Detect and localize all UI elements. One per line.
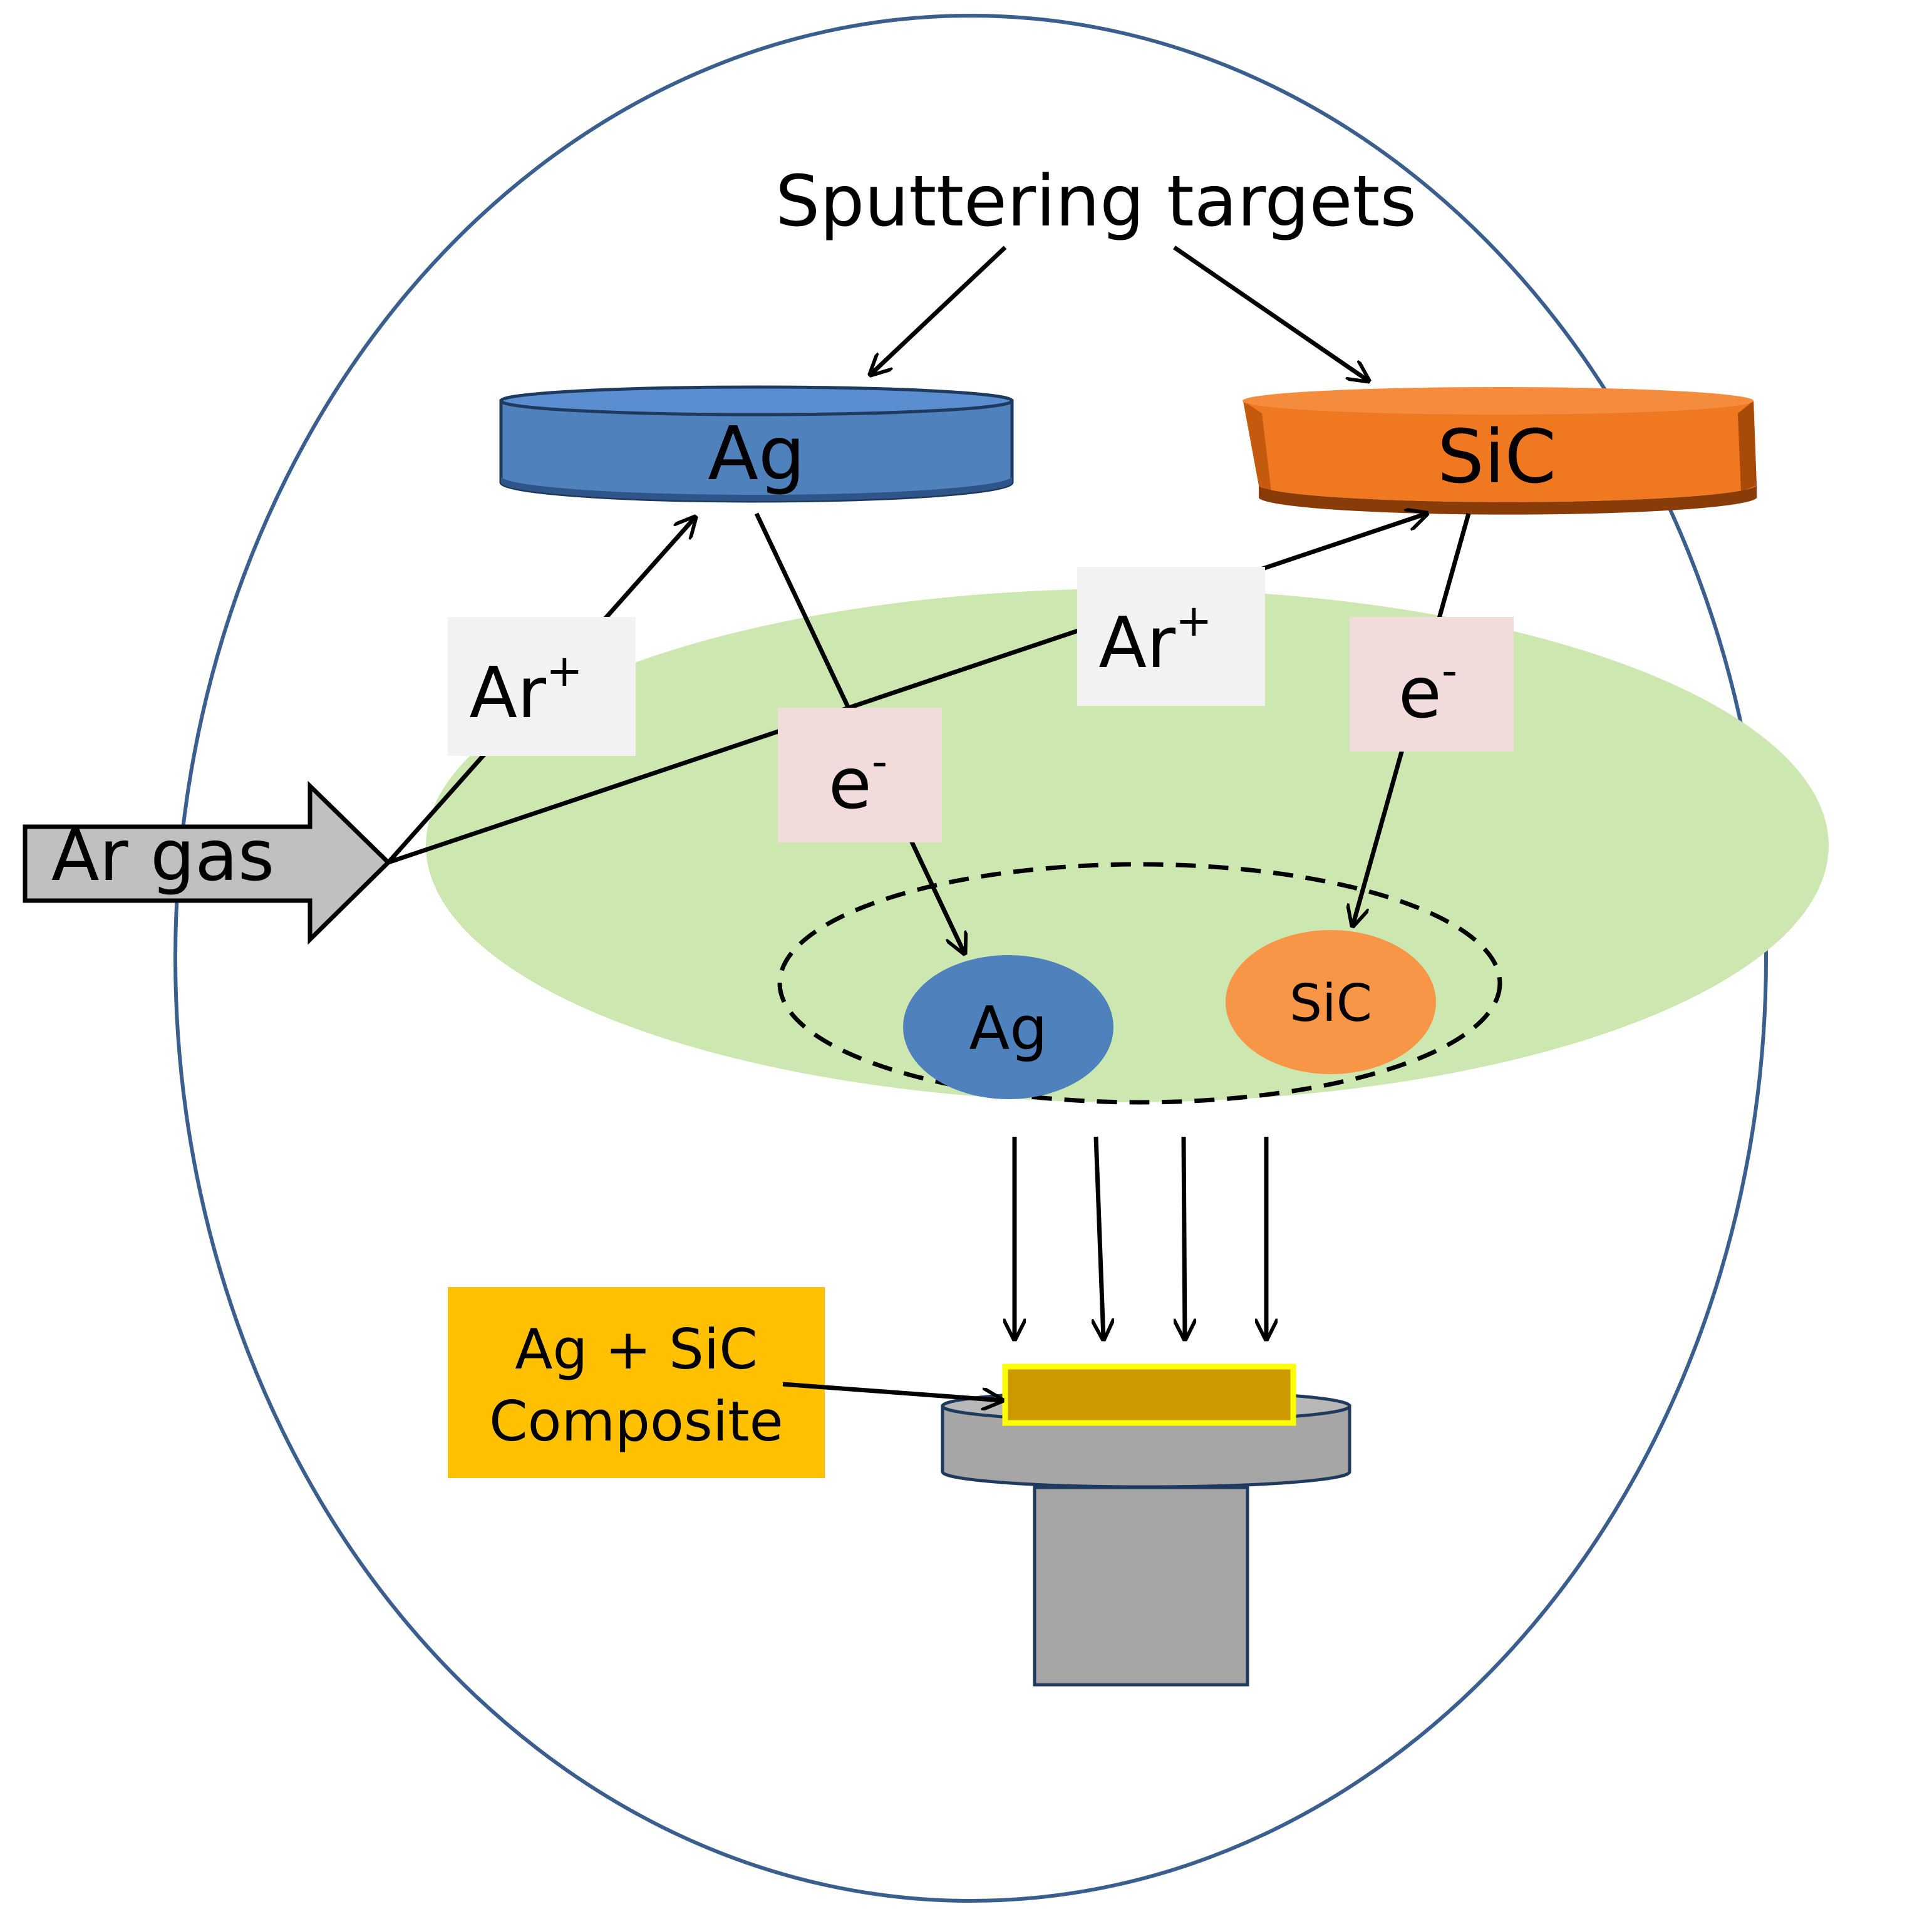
arrow-label-to-film (782, 1382, 1002, 1400)
electron-label-left: e- (778, 708, 942, 842)
composite-label-line1: Ag + SiC (515, 1317, 758, 1382)
sic-target: SiC (1242, 387, 1757, 515)
arrow-title-to-sic (1173, 246, 1368, 381)
substrate-holder (941, 1389, 1351, 1687)
ag-particle-label: Ag (969, 995, 1047, 1063)
electron-right-sup: - (1442, 645, 1457, 696)
sic-particle: SiC (1226, 930, 1436, 1074)
ag-target: Ag (499, 385, 1014, 503)
ar-gas-label: Ar gas (51, 815, 274, 897)
svg-text:e-: e- (829, 736, 887, 825)
composite-label-line2: Composite (489, 1389, 783, 1454)
electron-left-sup: - (872, 736, 887, 787)
ar-ion-left-sup: + (546, 645, 583, 696)
ag-target-label: Ag (708, 410, 805, 497)
ag-particle: Ag (903, 955, 1113, 1099)
electron-right-base: e (1398, 653, 1442, 734)
ar-ion-label-left: Ar+ (448, 617, 636, 756)
svg-text:Ar+: Ar+ (1098, 595, 1212, 684)
electron-label-right: e- (1350, 617, 1514, 752)
composite-label-box: Ag + SiC Composite (448, 1287, 825, 1478)
ar-ion-left-base: Ar (469, 653, 547, 734)
sic-target-label: SiC (1437, 413, 1556, 500)
ar-gas-inlet-arrow: Ar gas (23, 780, 392, 945)
electron-left-base: e (829, 743, 872, 825)
ar-ion-right-base: Ar (1098, 603, 1176, 684)
ar-ion-right-sup: + (1175, 595, 1212, 646)
ar-ion-label-right: Ar+ (1077, 567, 1265, 706)
deposition-arrow-2 (1096, 1136, 1103, 1339)
deposition-arrow-3 (1184, 1136, 1185, 1339)
svg-text:Ar+: Ar+ (469, 645, 582, 734)
arrow-title-to-ag (870, 246, 1007, 375)
composite-film (1002, 1363, 1296, 1426)
title-sputtering-targets: Sputtering targets (775, 161, 1417, 242)
sputtered-particles-zone (777, 862, 1502, 1105)
svg-text:e-: e- (1398, 645, 1457, 734)
sic-particle-label: SiC (1289, 974, 1372, 1033)
